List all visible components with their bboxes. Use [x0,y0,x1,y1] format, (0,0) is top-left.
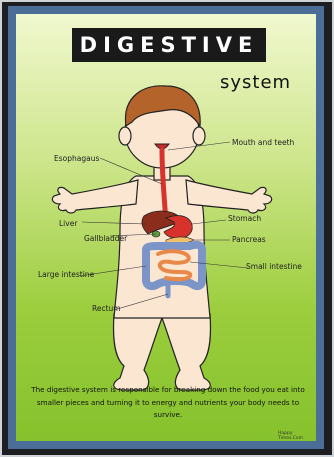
label-large-intestine: Large intestine [38,270,94,279]
title-box: DIGESTIVE [72,28,266,62]
description-text: The digestive system is responsible for … [28,384,308,422]
label-rectum: Rectum [92,304,121,313]
right-ear [193,127,205,145]
label-stomach: Stomach [228,214,261,223]
page-subtitle: system [220,72,291,93]
credit-text: Happy Times.Com [278,431,316,441]
legs [113,314,210,390]
label-pancreas: Pancreas [232,235,266,244]
poster: DIGESTIVE system Mouth and teeth Esophag… [16,14,316,441]
label-mouth: Mouth and teeth [232,138,294,147]
label-liver: Liver [59,219,77,228]
label-small-intestine: Small intestine [246,262,302,271]
left-ear [119,127,131,145]
page-title: DIGESTIVE [80,33,259,57]
label-gallbladder: Gallbladder [84,234,127,243]
label-esophagus: Esophagaus [54,154,99,163]
